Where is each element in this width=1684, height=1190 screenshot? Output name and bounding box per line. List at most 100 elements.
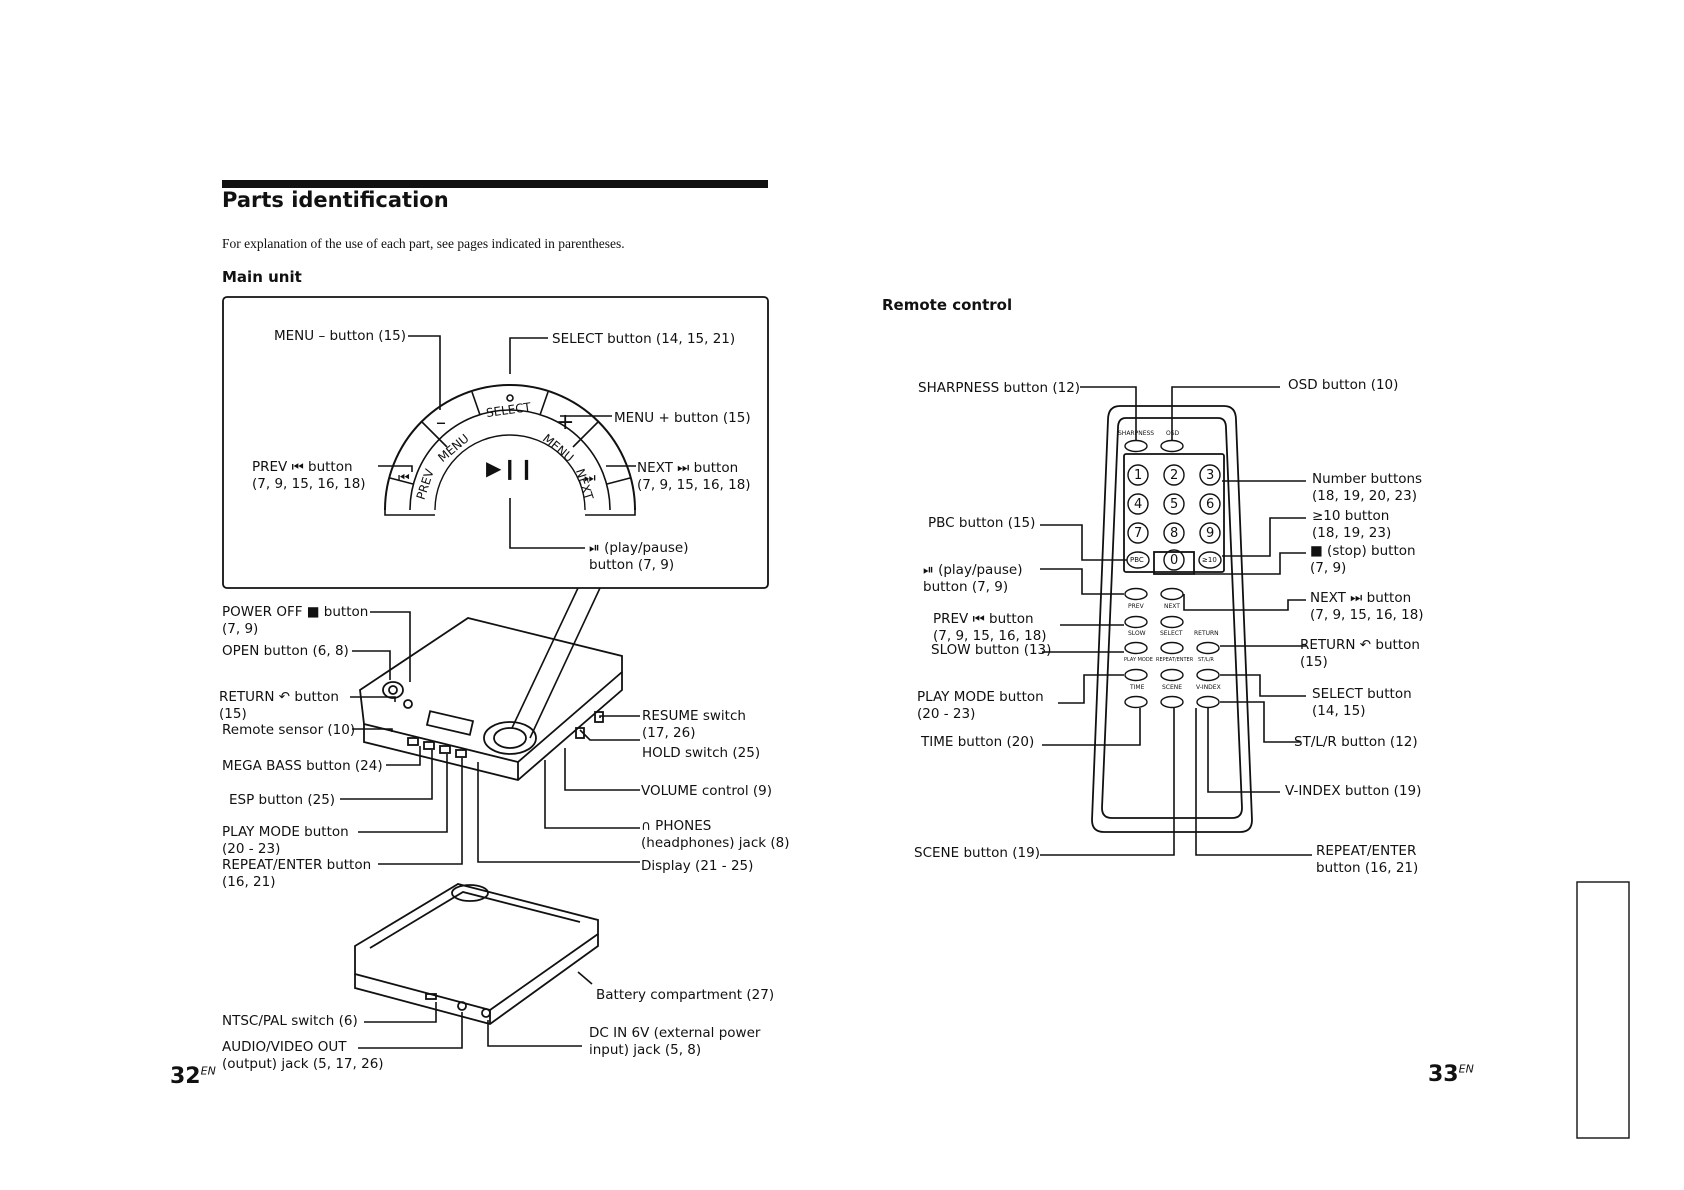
label-remote-repeat-2: button (16, 21) <box>1316 860 1419 876</box>
key-5: 5 <box>1170 497 1179 512</box>
key-3: 3 <box>1206 468 1215 483</box>
label-repeat-1: REPEAT/ENTER button <box>222 857 372 873</box>
label-resume-2: (17, 26) <box>642 725 696 741</box>
label-prev-1: PREV ⏮ button <box>252 459 353 475</box>
key-prev: PREV <box>1128 603 1144 610</box>
label-repeat-2: (16, 21) <box>222 874 276 890</box>
label-remote-next-2: (7, 9, 15, 16, 18) <box>1310 607 1424 623</box>
intro-text: For explanation of the use of each part,… <box>222 236 625 251</box>
label-remote-next-1: NEXT ⏭ button <box>1310 590 1412 606</box>
dial-prev-icon: ⏮ <box>398 471 410 486</box>
main-unit-drawing <box>359 617 623 781</box>
label-scene: SCENE button (19) <box>914 845 1040 861</box>
label-remote-repeat-1: REPEAT/ENTER <box>1316 843 1417 859</box>
label-dc-in-2: input) jack (5, 8) <box>589 1042 702 1058</box>
label-play-mode-1: PLAY MODE button <box>222 824 349 840</box>
label-phones-1: ∩ PHONES <box>641 818 712 834</box>
key-7: 7 <box>1134 526 1143 541</box>
label-play-pause-1: ⏯ (play/pause) <box>589 540 689 556</box>
label-slow: SLOW button (13) <box>931 642 1052 658</box>
key-pbc: PBC <box>1130 556 1144 564</box>
page-number-right: 33EN <box>1428 1062 1474 1087</box>
label-ge10-1: ≥10 button <box>1312 508 1390 524</box>
label-time: TIME button (20) <box>921 734 1035 750</box>
label-stop-2: (7, 9) <box>1310 560 1347 576</box>
key-repeat: REPEAT/ENTER <box>1156 657 1194 663</box>
title-rule <box>222 180 768 188</box>
remote-heading: Remote control <box>882 296 1013 314</box>
label-remote-play-1: ⏯ (play/pause) <box>923 562 1023 578</box>
label-remote-play-2: button (7, 9) <box>923 579 1009 595</box>
label-hold: HOLD switch (25) <box>642 745 761 761</box>
label-ge10-2: (18, 19, 23) <box>1312 525 1392 541</box>
key-8: 8 <box>1170 526 1179 541</box>
label-select: SELECT button (14, 15, 21) <box>552 331 736 347</box>
label-vindex: V-INDEX button (19) <box>1285 783 1422 799</box>
key-9: 9 <box>1206 526 1215 541</box>
label-dc-in-1: DC IN 6V (external power <box>589 1025 761 1041</box>
page-title: Parts identification <box>222 188 449 212</box>
label-menu-plus: MENU + button (15) <box>614 410 751 426</box>
label-next-1: NEXT ⏭ button <box>637 460 739 476</box>
label-battery: Battery compartment (27) <box>596 987 775 1003</box>
dial-next-icon: ⏭ <box>584 471 596 486</box>
key-stlr: ST/L/R <box>1198 657 1214 663</box>
label-display: Display (21 - 25) <box>641 858 754 874</box>
key-time: TIME <box>1130 684 1145 691</box>
label-remote-select-2: (14, 15) <box>1312 703 1366 719</box>
key-return: RETURN <box>1194 630 1219 637</box>
page-number-left: 32EN <box>170 1064 216 1089</box>
label-remote-sensor: Remote sensor (10) <box>222 722 356 738</box>
label-remote-prev-1: PREV ⏮ button <box>933 611 1034 627</box>
label-volume: VOLUME control (9) <box>641 783 773 799</box>
label-remote-prev-2: (7, 9, 15, 16, 18) <box>933 628 1047 644</box>
label-return-2: (15) <box>219 706 247 722</box>
label-pbc: PBC button (15) <box>928 515 1036 531</box>
label-power-off-1: POWER OFF ■ button <box>222 604 369 620</box>
label-remote-return-1: RETURN ↶ button <box>1300 637 1420 653</box>
key-select: SELECT <box>1160 630 1183 637</box>
label-sharpness: SHARPNESS button (12) <box>918 380 1081 396</box>
label-resume-1: RESUME switch <box>642 708 746 724</box>
label-play-mode-2: (20 - 23) <box>222 841 281 857</box>
main-unit-back-drawing <box>354 883 599 1025</box>
key-ge10: ≥10 <box>1202 556 1217 564</box>
key-2: 2 <box>1170 468 1179 483</box>
label-remote-play-mode-2: (20 - 23) <box>917 706 976 722</box>
key-1: 1 <box>1134 468 1143 483</box>
label-av-out-2: (output) jack (5, 17, 26) <box>222 1056 384 1072</box>
label-menu-minus: MENU – button (15) <box>274 328 407 344</box>
label-number-1: Number buttons <box>1312 471 1423 487</box>
side-tab <box>1576 881 1630 1139</box>
label-av-out-1: AUDIO/VIDEO OUT <box>222 1039 347 1055</box>
label-esp: ESP button (25) <box>229 792 336 808</box>
key-6: 6 <box>1206 497 1215 512</box>
label-prev-2: (7, 9, 15, 16, 18) <box>252 476 366 492</box>
label-stop-1: ■ (stop) button <box>1310 543 1416 559</box>
label-remote-select-1: SELECT button <box>1312 686 1412 702</box>
label-osd: OSD button (10) <box>1288 377 1399 393</box>
dial-play-pause-icon: ▶❙❙ <box>486 456 535 480</box>
label-play-pause-2: button (7, 9) <box>589 557 675 573</box>
label-power-off-2: (7, 9) <box>222 621 259 637</box>
key-0: 0 <box>1170 553 1179 568</box>
key-next: NEXT <box>1164 603 1180 610</box>
key-vindex: V-INDEX <box>1196 684 1221 691</box>
label-return-1: RETURN ↶ button <box>219 689 339 705</box>
label-mega-bass: MEGA BASS button (24) <box>222 758 383 774</box>
label-phones-2: (headphones) jack (8) <box>641 835 790 851</box>
dial-plus-label: + <box>556 410 575 435</box>
label-remote-return-2: (15) <box>1300 654 1328 670</box>
key-4: 4 <box>1134 497 1143 512</box>
label-remote-play-mode-1: PLAY MODE button <box>917 689 1044 705</box>
inset-frame <box>222 296 769 589</box>
dial-minus-label: – <box>436 410 446 434</box>
control-dial <box>384 384 636 516</box>
key-sharpness: SHARPNESS <box>1118 430 1155 437</box>
key-scene: SCENE <box>1162 684 1183 691</box>
label-number-2: (18, 19, 20, 23) <box>1312 488 1417 504</box>
main-unit-heading: Main unit <box>222 268 302 286</box>
label-stlr: ST/L/R button (12) <box>1294 734 1418 750</box>
label-next-2: (7, 9, 15, 16, 18) <box>637 477 751 493</box>
